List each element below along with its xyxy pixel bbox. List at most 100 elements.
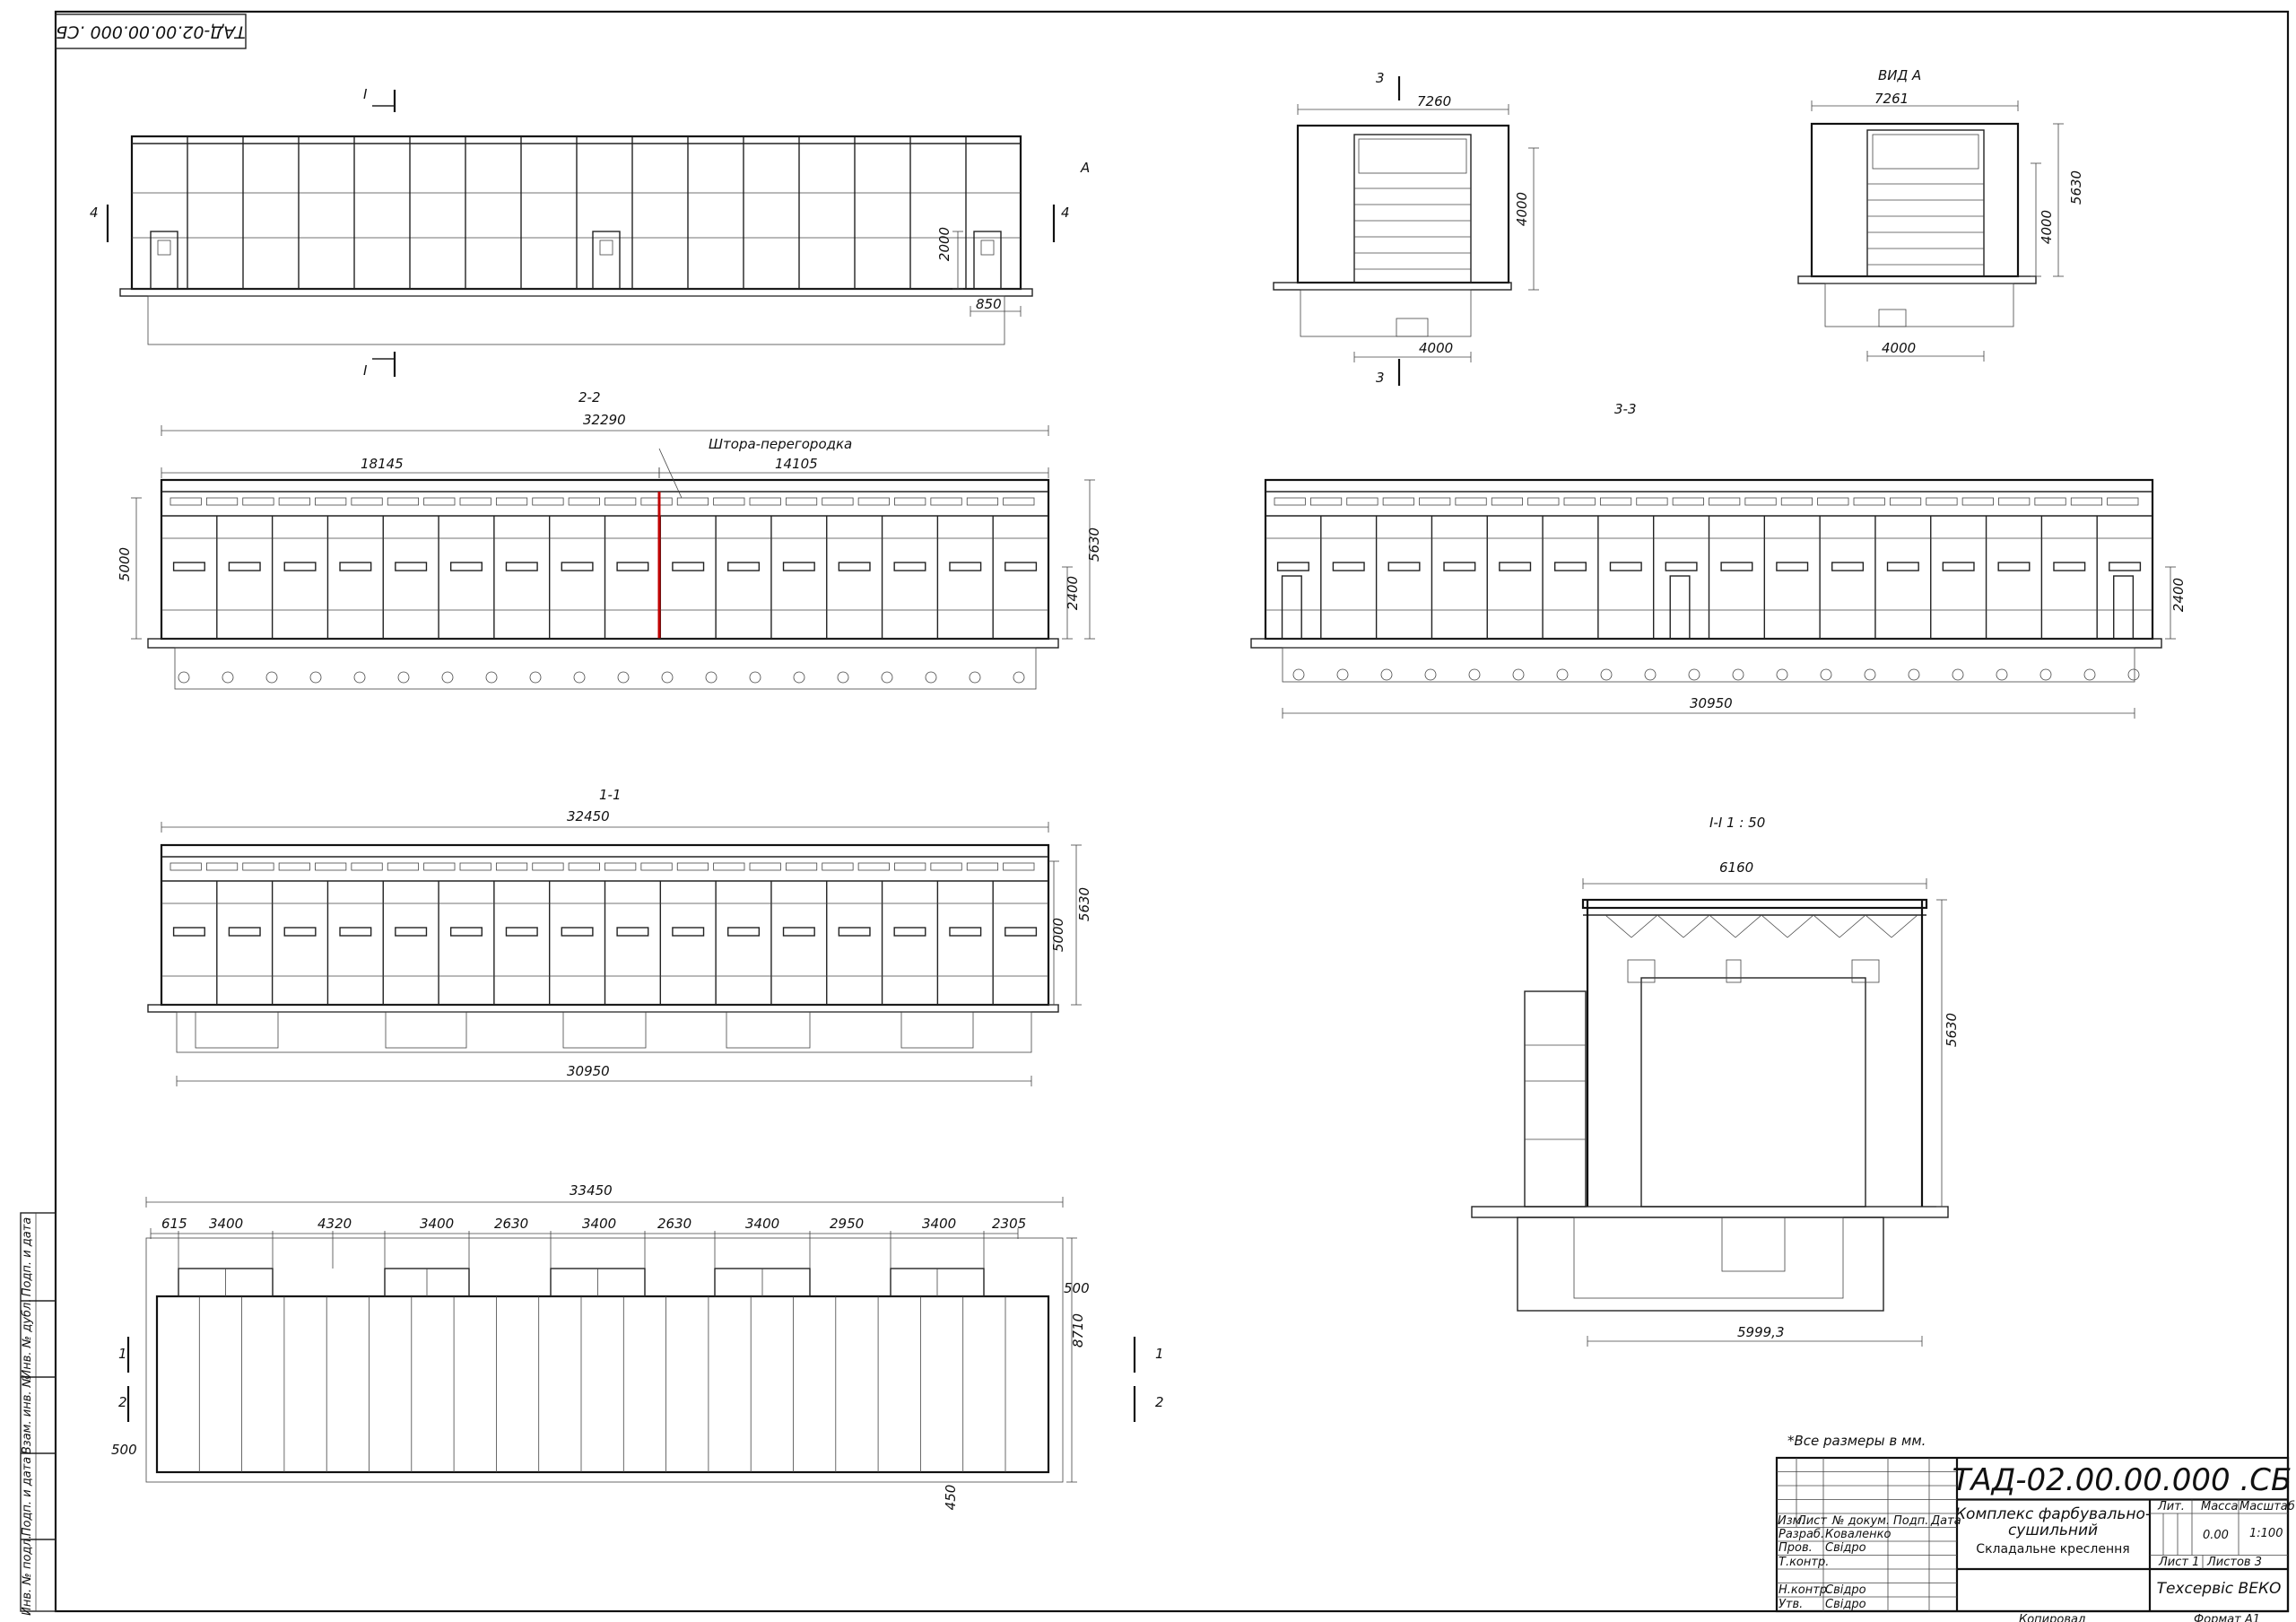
dim-label: 4000	[1882, 340, 1916, 356]
floor-grate-support	[529, 671, 542, 684]
pit-opening	[1396, 318, 1429, 337]
floor-grate-support	[1864, 668, 1876, 681]
filter-panel	[1636, 497, 1668, 506]
filter-panel	[315, 497, 347, 506]
filter-panel	[423, 862, 456, 871]
light-fixture	[949, 562, 982, 571]
floor-grate-support	[749, 671, 761, 684]
light-fixture	[1004, 927, 1038, 937]
section-title: 1-1	[599, 787, 622, 803]
light-fixture	[505, 927, 538, 937]
door	[2113, 575, 2135, 640]
section-I-I-labels: I-I 1 : 50 6160 5630 5999,3	[1709, 815, 1960, 1340]
filter-panel	[1003, 497, 1035, 506]
logo-panel	[1358, 138, 1467, 174]
filter-panel	[713, 862, 745, 871]
filter-panel	[640, 497, 673, 506]
inverted-stamp: ТАД-02.00.00.000 .СБ	[55, 13, 247, 49]
section-title: 3-3	[1614, 401, 1637, 417]
dim-label: 5630	[1086, 528, 1102, 562]
filter-panel	[387, 497, 420, 506]
section-2-2-labels: 2-2 32290 Штора-перегородка 18145 14105 …	[117, 389, 1102, 610]
light-fixture	[1276, 562, 1309, 571]
truss-member	[1813, 914, 1840, 938]
light-fixture	[893, 562, 926, 571]
section-mark: 1	[1155, 1346, 1164, 1362]
filter-panel	[640, 862, 673, 871]
role-label: Пров.	[1779, 1541, 1813, 1555]
dim-label: 2305	[992, 1216, 1026, 1232]
dim-label: 6160	[1719, 859, 1753, 876]
filter-panel	[170, 862, 202, 871]
filter-panel	[278, 862, 310, 871]
dim-label: 5000	[1050, 918, 1066, 952]
light-fixture	[228, 927, 261, 937]
dim-label: 2400	[1065, 576, 1081, 610]
filter-panel	[278, 497, 310, 506]
filter-panel	[1672, 497, 1704, 506]
pit-hatched	[1517, 1216, 1884, 1312]
filter-panel	[205, 497, 239, 506]
section-mark: I	[363, 362, 368, 379]
dim-label: 18145	[361, 456, 404, 472]
light-fixture	[1553, 562, 1587, 571]
light-fixture	[1443, 562, 1476, 571]
plan-labels: 33450 615 3400 4320 3400 2630 3400 2630 …	[111, 1182, 1164, 1510]
pit-inner	[1573, 1216, 1844, 1299]
dim-label: 32290	[583, 412, 626, 428]
filter-panel	[930, 862, 962, 871]
floor-grate-support	[881, 671, 893, 684]
floor-grate-support	[1556, 668, 1569, 681]
strip-label: Подп. и дата	[21, 1217, 34, 1297]
strip-label: Инв. № подл.	[21, 1535, 34, 1616]
booth-plan	[155, 1295, 1050, 1474]
filter-panel	[1961, 497, 1994, 506]
foundation	[1824, 283, 2014, 327]
light-fixture	[727, 562, 761, 571]
light-fixture	[1720, 562, 1753, 571]
light-fixture	[283, 927, 317, 937]
filter-panel	[604, 497, 637, 506]
filter-panel	[894, 862, 926, 871]
section-title: 2-2	[578, 389, 601, 406]
foundation	[1300, 289, 1472, 337]
floor-grate-support	[705, 671, 718, 684]
role-name: Свідро	[1825, 1583, 1866, 1597]
door	[1669, 575, 1691, 640]
dim-label: 2000	[936, 227, 952, 261]
dim-label: 4000	[1514, 192, 1530, 226]
section-mark: 2	[1155, 1394, 1164, 1410]
dim-label: 7261	[1874, 91, 1909, 107]
light-fixture	[1499, 562, 1532, 571]
dim-label: 4000	[1419, 340, 1453, 356]
light-fixture	[172, 562, 205, 571]
dim-label: 500	[1064, 1280, 1090, 1296]
filter-panel	[495, 497, 528, 506]
truss-member	[1631, 914, 1658, 938]
filter-panel	[568, 497, 600, 506]
section-mark: 2	[118, 1394, 127, 1410]
section-mark: I	[363, 86, 368, 102]
light-fixture	[672, 562, 705, 571]
floor-grate-support	[1013, 671, 1025, 684]
light-fixture	[838, 562, 871, 571]
section-mark: 1	[118, 1346, 127, 1362]
filter-panel	[749, 497, 781, 506]
pit-grate	[726, 1011, 811, 1049]
dim-label: 2630	[657, 1216, 691, 1232]
light-fixture	[782, 927, 815, 937]
strip-label: Взам. инв. №	[21, 1375, 34, 1454]
floor-grate-support	[2083, 668, 2096, 681]
floor-grate-support	[1336, 668, 1349, 681]
floor-grate-support	[1996, 668, 2008, 681]
floor-grate-support	[441, 671, 454, 684]
roof	[1581, 898, 1928, 910]
floor-grate-support	[1424, 668, 1437, 681]
light-fixture	[449, 562, 483, 571]
filter-panel	[1346, 497, 1378, 506]
floor-grate-support	[1776, 668, 1788, 681]
pit-opening	[1878, 309, 1907, 327]
light-fixture	[395, 927, 428, 937]
end-view-3	[1296, 124, 1510, 284]
